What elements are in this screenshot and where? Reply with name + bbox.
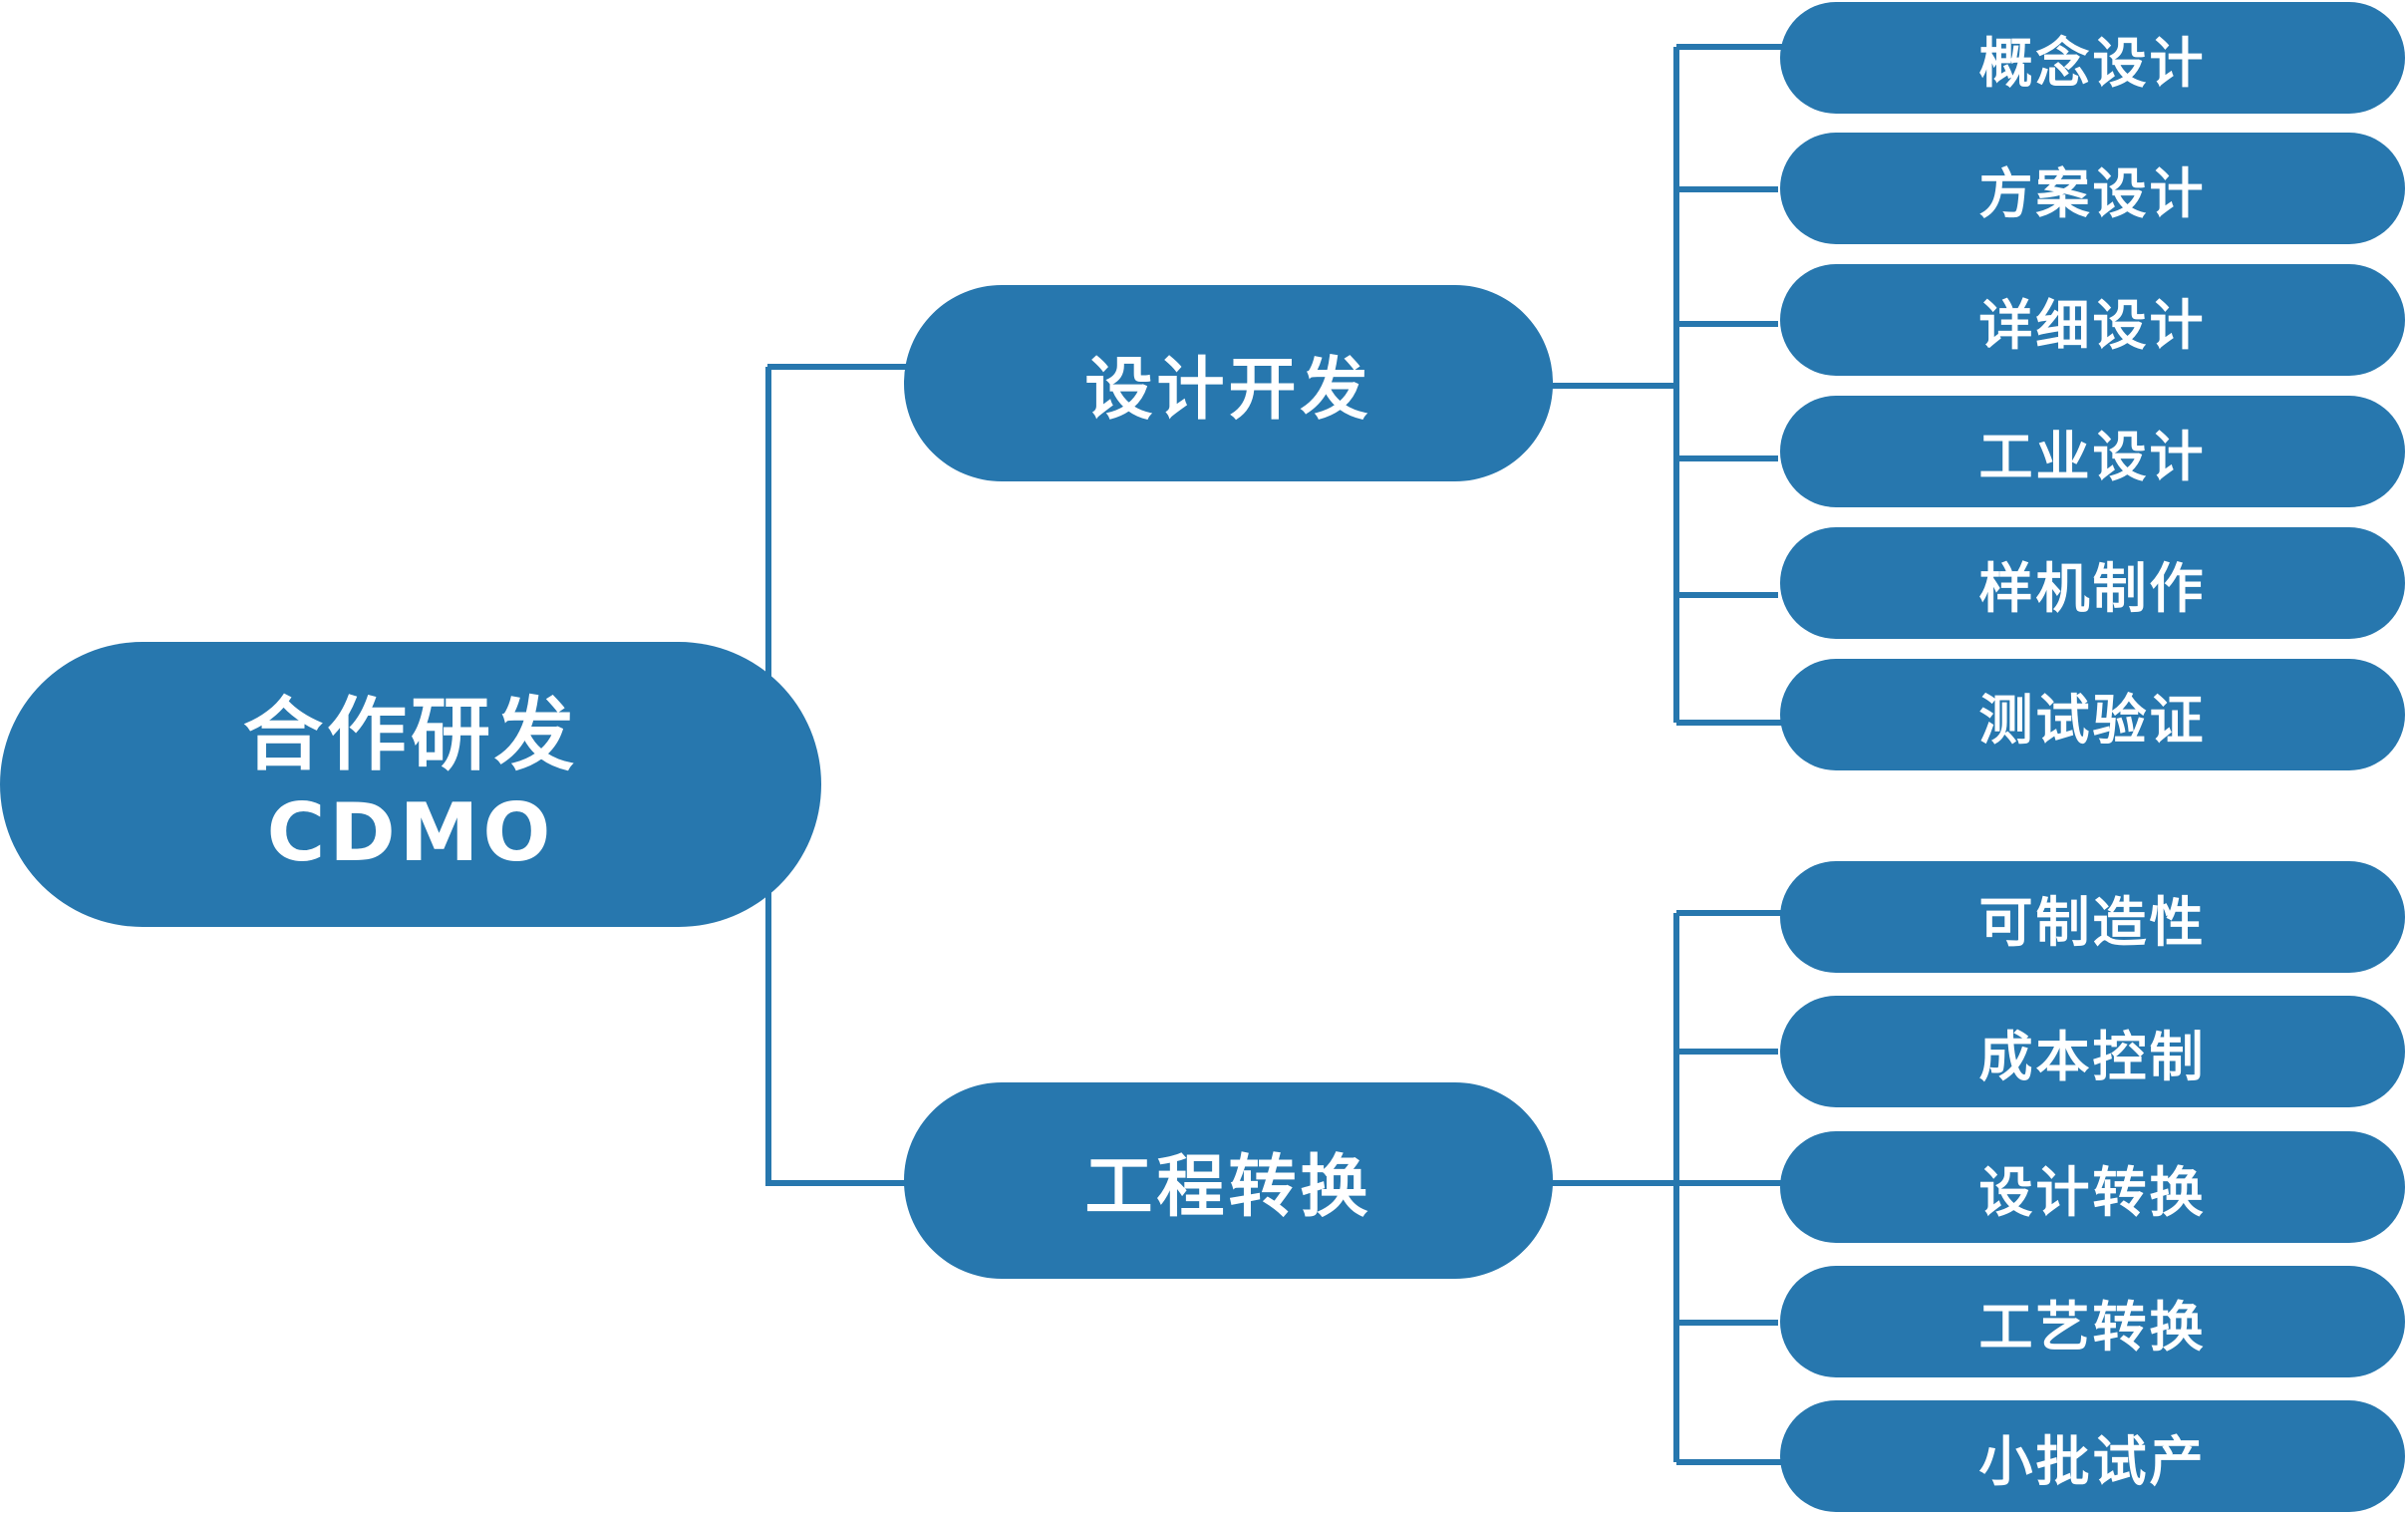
leaf-label: 方案设计 xyxy=(1978,161,2207,225)
leaf-label: 测试验证 xyxy=(1978,688,2207,752)
branch-node-design: 设计开发 xyxy=(904,285,1553,481)
leaf-label: 样机制作 xyxy=(1978,556,2207,620)
leaf-node: 可制造性 xyxy=(1780,861,2405,973)
leaf-label: 详细设计 xyxy=(1978,293,2207,357)
root-subtitle: CDMO xyxy=(266,786,555,879)
leaf-label: 成本控制 xyxy=(1978,1025,2207,1088)
leaf-label: 工艺转换 xyxy=(1978,1295,2207,1359)
leaf-label: 可制造性 xyxy=(1978,890,2207,954)
leaf-label: 工业设计 xyxy=(1978,425,2207,488)
leaf-node: 概念设计 xyxy=(1780,2,2405,114)
leaf-node: 工业设计 xyxy=(1780,396,2405,507)
leaf-node: 方案设计 xyxy=(1780,133,2405,244)
branch-label: 工程转换 xyxy=(1084,1148,1372,1227)
leaf-node: 样机制作 xyxy=(1780,527,2405,639)
branch-node-engineering: 工程转换 xyxy=(904,1082,1553,1279)
branch-label: 设计开发 xyxy=(1084,351,1372,430)
root-node: 合作研发 CDMO xyxy=(0,642,821,927)
leaf-node: 小批试产 xyxy=(1780,1400,2405,1512)
leaf-label: 小批试产 xyxy=(1978,1429,2207,1493)
leaf-node: 工艺转换 xyxy=(1780,1266,2405,1377)
leaf-node: 设计转换 xyxy=(1780,1131,2405,1243)
leaf-label: 概念设计 xyxy=(1978,31,2207,95)
connector-branch-design xyxy=(1551,44,1784,726)
root-title: 合作研发 xyxy=(243,689,578,781)
connector-branch-engineering xyxy=(1551,910,1784,1465)
leaf-node: 成本控制 xyxy=(1780,996,2405,1107)
leaf-node: 测试验证 xyxy=(1780,659,2405,770)
leaf-label: 设计转换 xyxy=(1978,1160,2207,1224)
leaf-node: 详细设计 xyxy=(1780,264,2405,376)
